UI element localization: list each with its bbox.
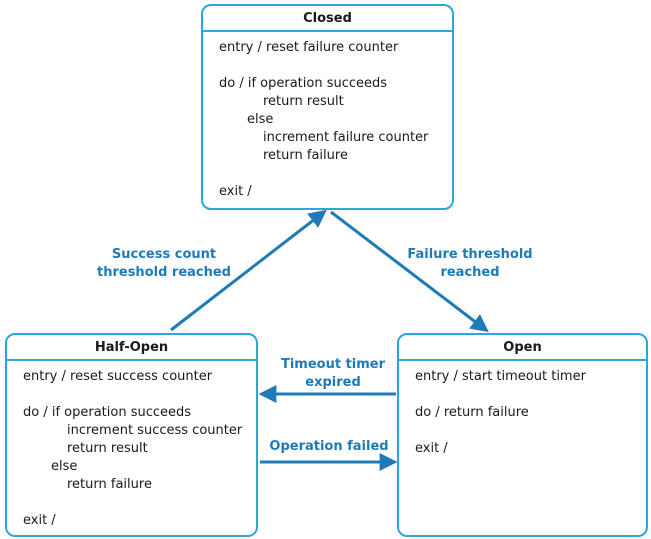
state-closed-title: Closed	[203, 6, 452, 32]
closed-line-else: else	[247, 112, 274, 127]
halfopen-line-else: else	[51, 459, 78, 474]
label-operation-failed-line1: Operation failed	[269, 439, 389, 454]
label-failure-threshold-line2: reached	[440, 265, 500, 280]
state-closed-body: entry / reset failure counter do / if op…	[203, 32, 452, 201]
label-failure-threshold: Failure threshold reached	[392, 246, 548, 282]
label-timeout-line1: Timeout timer	[280, 357, 386, 372]
state-half-open-body: entry / reset success counter do / if op…	[7, 361, 256, 530]
halfopen-line-return-result: return result	[67, 441, 148, 456]
label-operation-failed: Operation failed	[256, 438, 402, 456]
closed-line-return-failure: return failure	[263, 148, 348, 163]
state-half-open-title: Half-Open	[7, 335, 256, 361]
halfopen-line-increment: increment success counter	[67, 423, 243, 438]
arrow-closed-to-open	[330, 210, 489, 333]
open-line-entry: entry / start timeout timer	[415, 369, 586, 384]
halfopen-line-entry: entry / reset success counter	[23, 369, 213, 384]
open-line-exit: exit /	[415, 441, 448, 456]
label-timeout-line2: expired	[305, 375, 361, 390]
closed-line-entry: entry / reset failure counter	[219, 40, 399, 55]
halfopen-line-do: do / if operation succeeds	[23, 405, 192, 420]
closed-line-exit: exit /	[219, 184, 252, 199]
label-success-threshold-line1: Success count	[111, 247, 217, 262]
closed-line-return-result: return result	[263, 94, 344, 109]
closed-line-do: do / if operation succeeds	[219, 76, 388, 91]
state-half-open: Half-Open entry / reset success counter …	[5, 333, 258, 537]
state-open-body: entry / start timeout timer do / return …	[399, 361, 646, 458]
arrow-halfopen-to-closed	[170, 209, 327, 332]
halfopen-line-return-failure: return failure	[67, 477, 152, 492]
label-timeout: Timeout timer expired	[268, 356, 398, 392]
label-failure-threshold-line1: Failure threshold	[407, 247, 533, 262]
halfopen-line-exit: exit /	[23, 513, 56, 528]
label-success-threshold: Success count threshold reached	[84, 246, 244, 282]
state-closed: Closed entry / reset failure counter do …	[201, 4, 454, 210]
state-open-title: Open	[399, 335, 646, 361]
label-success-threshold-line2: threshold reached	[97, 265, 231, 280]
open-line-do: do / return failure	[415, 405, 529, 420]
state-open: Open entry / start timeout timer do / re…	[397, 333, 648, 537]
closed-line-increment: increment failure counter	[263, 130, 429, 145]
